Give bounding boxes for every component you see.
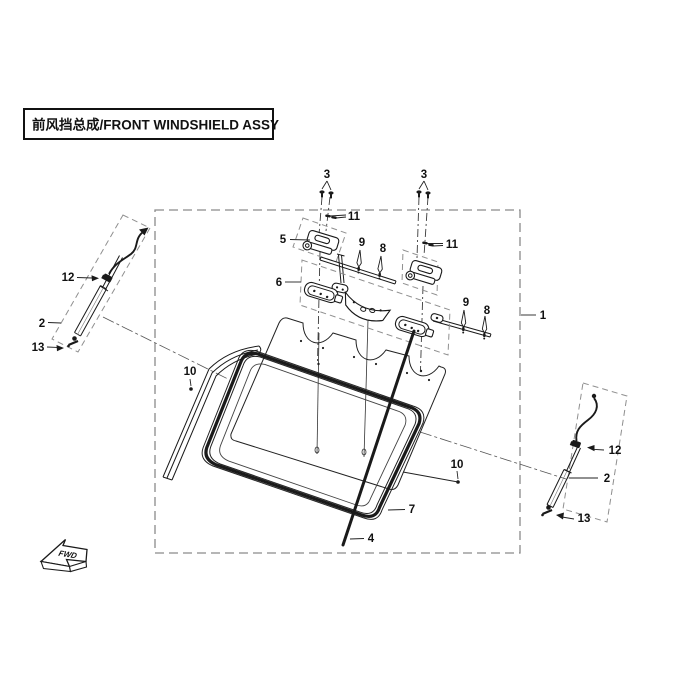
callout-13-left: 13 (32, 342, 45, 354)
left-strut-connector-line (102, 316, 229, 380)
rubber-pad-right (393, 314, 436, 341)
callout-10-left: 10 (184, 366, 197, 378)
screw-set-3-left (319, 180, 334, 199)
right-strut-connector-line (419, 431, 567, 480)
hinge-latch-left (292, 217, 347, 263)
callout-13-right: 13 (578, 513, 591, 525)
callout-8-right: 8 (484, 305, 491, 317)
page-title: 前风挡总成/FRONT WINDSHIELD ASSY (32, 117, 279, 133)
center-bracket (344, 290, 392, 322)
screw-set-3-right (416, 180, 431, 199)
callout-2-right: 2 (604, 473, 610, 485)
callout-12-left: 12 (62, 272, 75, 284)
gas-strut-right (540, 382, 628, 523)
callout-6: 6 (276, 277, 282, 289)
clip-12-left (101, 272, 113, 283)
callout-8-left: 8 (380, 243, 387, 255)
callout-11-left: 11 (348, 211, 361, 223)
hinge-latch-right (401, 249, 444, 296)
gas-strut-left (51, 214, 151, 353)
callout-10-right: 10 (451, 459, 464, 471)
callout-3-right: 3 (421, 169, 427, 181)
callout-7: 7 (409, 504, 415, 516)
clip-12-right (569, 439, 582, 449)
callout-9-right: 9 (463, 297, 469, 309)
callout-12-right: 12 (609, 445, 622, 457)
assembly-boundary-box (154, 209, 521, 554)
cable-end-dot (591, 393, 597, 399)
callout-leaders (46, 239, 605, 540)
title-box (23, 108, 274, 140)
windshield-glass (230, 317, 446, 490)
callout-2-left: 2 (39, 318, 45, 330)
windshield-seal (201, 349, 425, 520)
callout-4: 4 (368, 533, 375, 545)
bracket-set-box-6 (299, 259, 451, 356)
ball-socket-13-right (540, 504, 554, 518)
strut-cable (108, 231, 144, 275)
washer-set-11-right (422, 241, 444, 247)
callout-5: 5 (280, 234, 287, 246)
screw-8-left (376, 255, 384, 281)
side-trim-left (162, 345, 262, 481)
fwd-label: FWD (57, 549, 78, 561)
strut-cable (575, 397, 598, 442)
title-block: 前风挡总成/FRONT WINDSHIELD ASSY (23, 108, 279, 140)
trim-rod-4 (341, 329, 416, 547)
callout-9-left: 9 (359, 237, 365, 249)
callout-3-left: 3 (324, 169, 330, 181)
fwd-direction-marker: FWD (39, 539, 88, 573)
cable-end-arrow (139, 227, 149, 236)
washer-set-11-left (325, 214, 347, 220)
callout-1: 1 (540, 310, 547, 322)
mounting-axis-lines (314, 196, 429, 458)
ball-socket-13-left (66, 335, 80, 349)
callout-11-right: 11 (446, 239, 459, 251)
retainer-bar-right (430, 313, 492, 338)
